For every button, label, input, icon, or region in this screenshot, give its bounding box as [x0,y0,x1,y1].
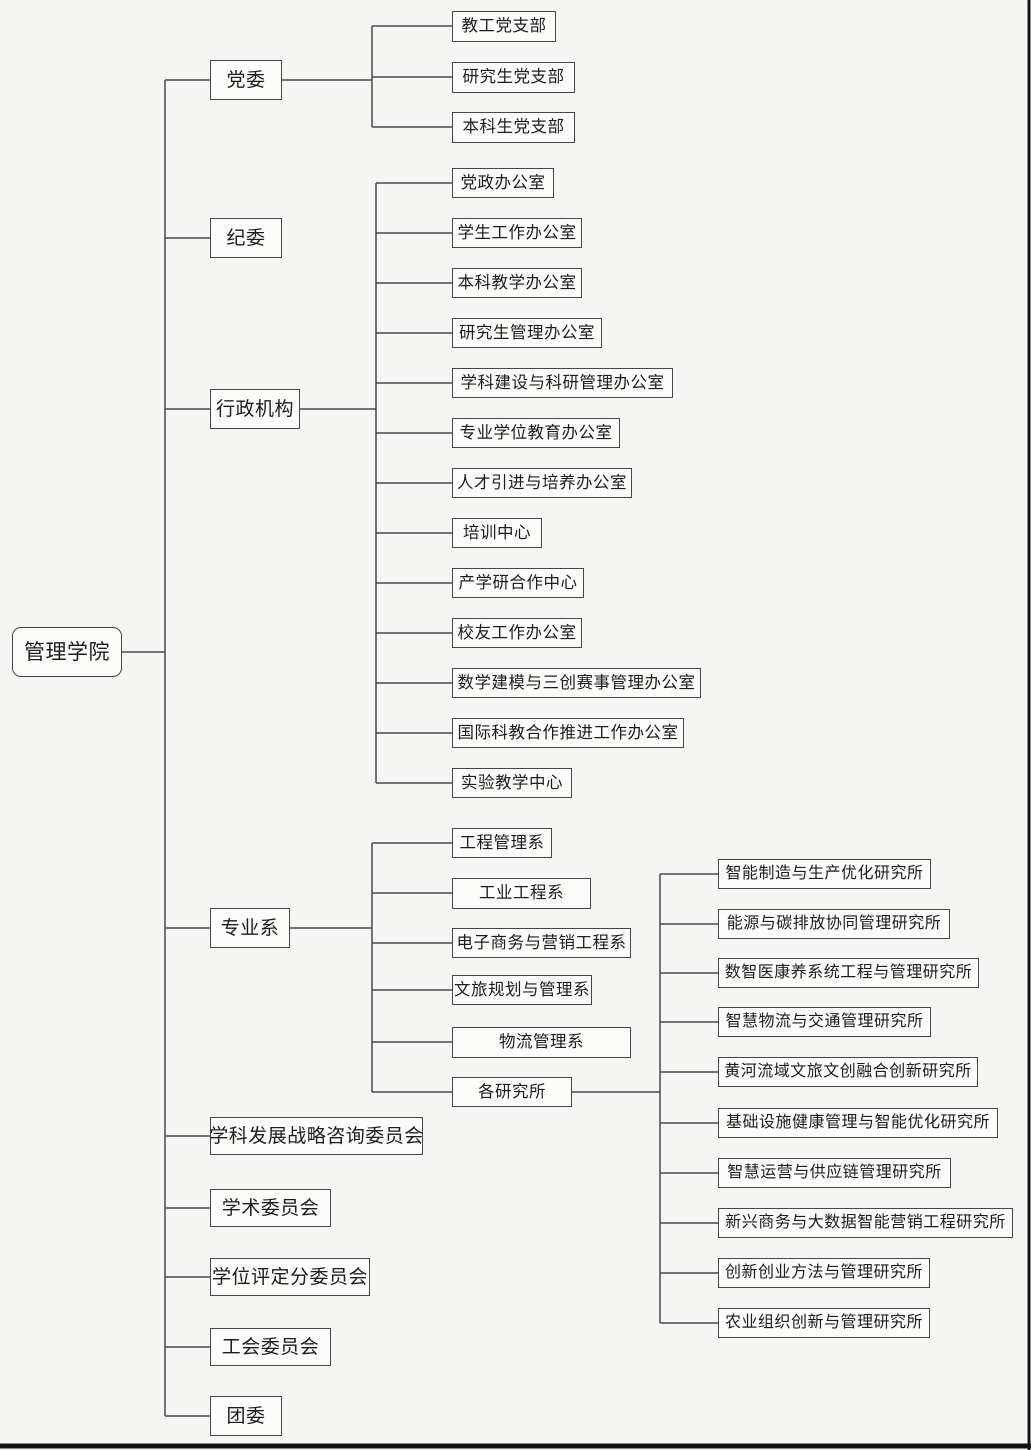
node-institute-emerging-commerce-bigdata: 新兴商务与大数据智能营销工程研究所 [718,1208,1013,1238]
node-ecommerce-marketing-dept: 电子商务与营销工程系 [452,928,631,958]
node-engineering-management-dept: 工程管理系 [452,828,552,858]
node-industrial-engineering-dept: 工业工程系 [452,878,591,909]
node-institute-smart-logistics-transport: 智慧物流与交通管理研究所 [718,1007,931,1037]
node-party-committee: 党委 [210,60,282,100]
node-training-center: 培训中心 [452,518,542,548]
node-industry-academia-center: 产学研合作中心 [452,568,584,598]
node-institute-infrastructure-health: 基础设施健康管理与智能优化研究所 [718,1108,998,1138]
node-tourism-planning-dept: 文旅规划与管理系 [452,975,592,1005]
node-academic-committee: 学术委员会 [210,1189,331,1227]
node-institute-energy-carbon: 能源与碳排放协同管理研究所 [718,909,950,939]
node-discipline-committee: 纪委 [210,218,282,258]
bottom-border [0,1443,1031,1449]
node-undergraduate-teaching-office: 本科教学办公室 [452,268,582,298]
node-institute-yellow-river-culture-tourism: 黄河流域文旅文创融合创新研究所 [718,1057,978,1087]
node-professional-departments: 专业系 [210,908,290,948]
node-logistics-management-dept: 物流管理系 [452,1027,631,1058]
node-institute-intelligent-manufacturing: 智能制造与生产优化研究所 [718,859,931,889]
node-institute-innovation-entrepreneurship: 创新创业方法与管理研究所 [718,1258,930,1288]
node-alumni-office: 校友工作办公室 [452,618,582,648]
node-undergraduate-party-branch: 本科生党支部 [452,112,575,143]
node-party-gov-office: 党政办公室 [452,168,554,198]
node-talent-cultivation-office: 人才引进与培养办公室 [452,468,632,498]
node-discipline-research-office: 学科建设与科研管理办公室 [452,368,673,398]
node-graduate-management-office: 研究生管理办公室 [452,318,602,348]
node-institute-agricultural-organization: 农业组织创新与管理研究所 [718,1308,930,1338]
node-institute-smart-healthcare: 数智医康养系统工程与管理研究所 [718,958,979,988]
node-root-college: 管理学院 [12,627,122,677]
node-student-affairs-office: 学生工作办公室 [452,218,582,248]
node-math-modeling-competitions-office: 数学建模与三创赛事管理办公室 [452,668,701,698]
node-faculty-party-branch: 教工党支部 [452,11,556,42]
node-research-institutes: 各研究所 [452,1077,572,1107]
node-youth-league-committee: 团委 [210,1396,282,1436]
right-border [1027,0,1031,1450]
node-graduate-party-branch: 研究生党支部 [452,62,575,93]
node-admin-organs: 行政机构 [210,389,300,429]
node-institute-smart-operations-supplychain: 智慧运营与供应链管理研究所 [718,1158,951,1188]
node-professional-degree-office: 专业学位教育办公室 [452,418,620,448]
node-intl-cooperation-office: 国际科教合作推进工作办公室 [452,718,684,748]
node-experimental-teaching-center: 实验教学中心 [452,768,572,798]
node-discipline-advisory-committee: 学科发展战略咨询委员会 [209,1117,423,1155]
node-labor-union-committee: 工会委员会 [210,1328,331,1366]
node-degree-evaluation-subcommittee: 学位评定分委员会 [210,1258,370,1296]
